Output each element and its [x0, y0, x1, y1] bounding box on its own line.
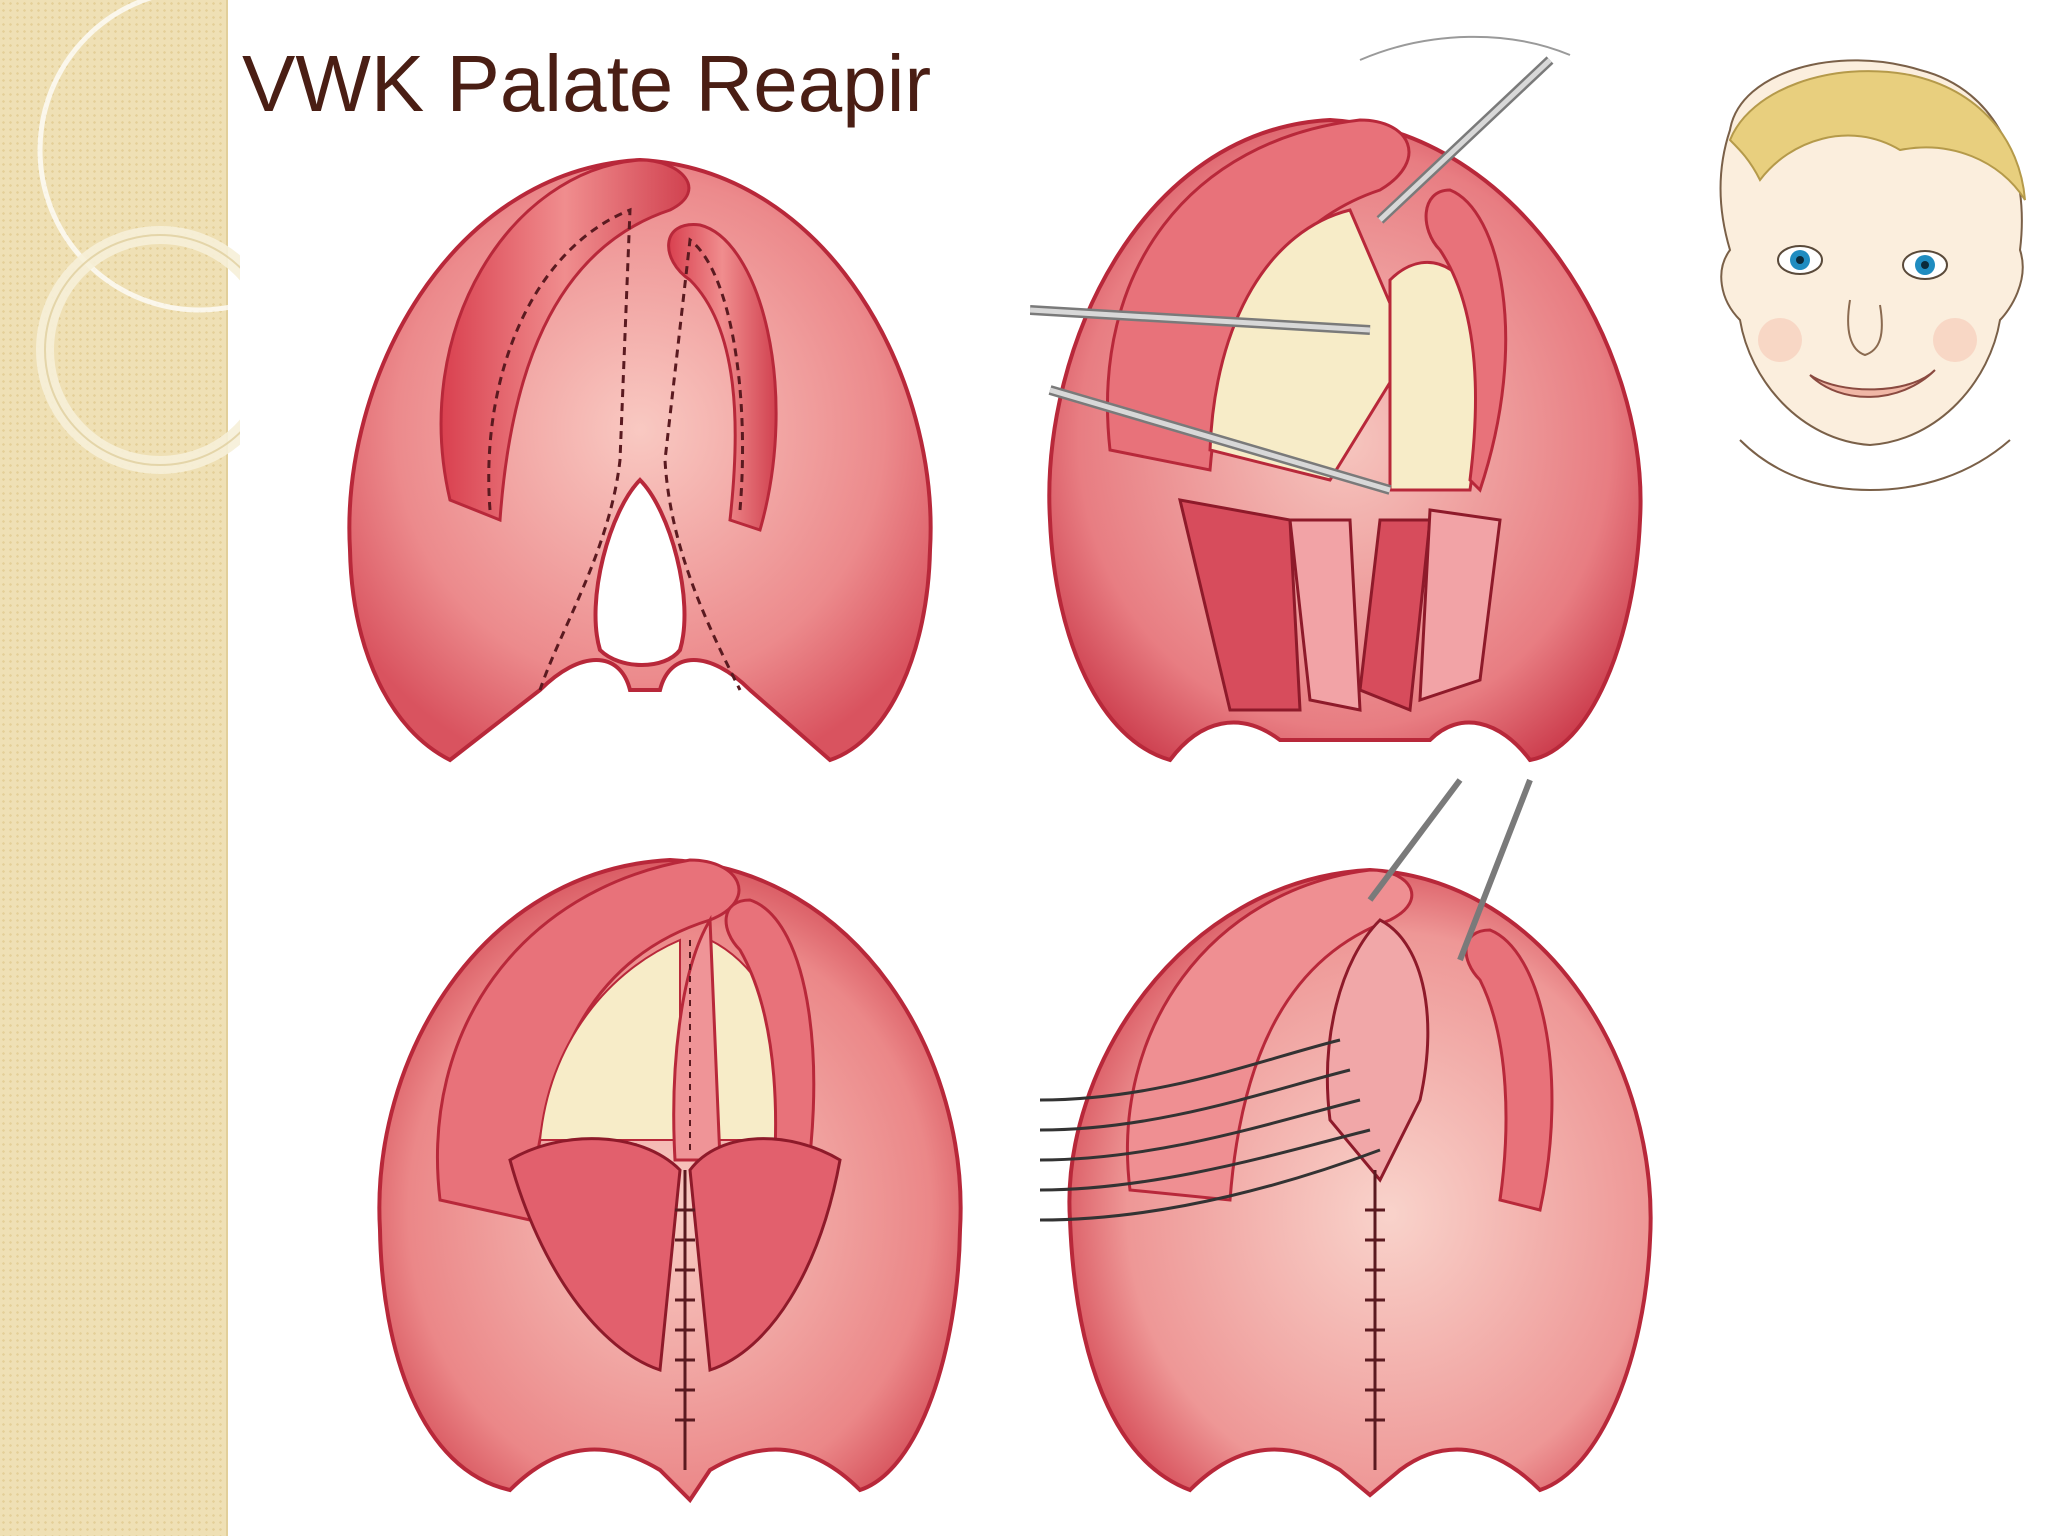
palate-flap-elevation-diagram: [1030, 35, 1643, 763]
baby-face-sketch: [1700, 50, 2048, 496]
palate-incision-diagram: [347, 157, 933, 763]
sidebar-decoration: [0, 0, 228, 1536]
sidebar-edge: [226, 0, 228, 1536]
palate-suturing-diagram: [1040, 778, 1653, 1498]
palate-closure-diagram: [377, 857, 963, 1504]
decorative-rings: [36, 0, 240, 474]
slide-title: VWK Palate Reapir: [242, 39, 932, 128]
